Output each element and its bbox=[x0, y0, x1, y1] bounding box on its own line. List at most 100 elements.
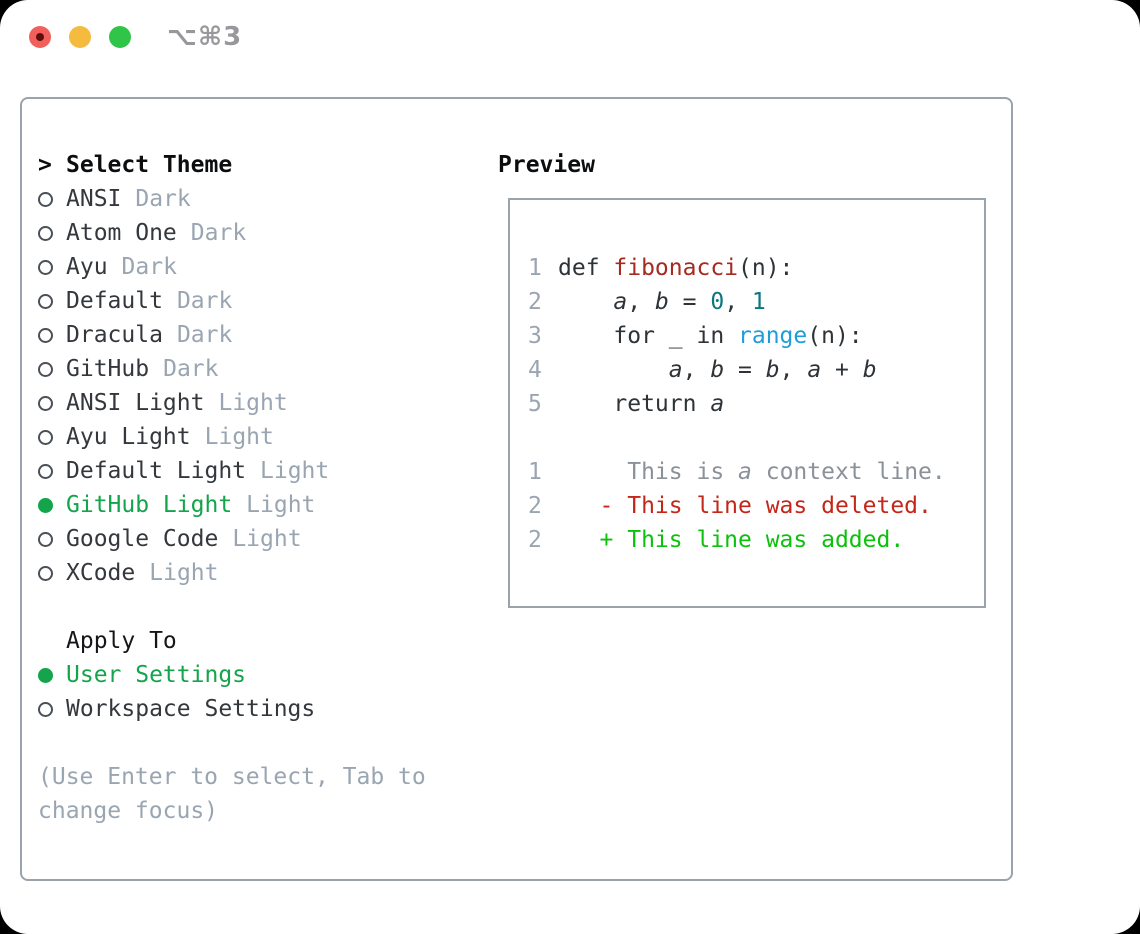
theme-variant-label: Dark bbox=[163, 356, 219, 382]
theme-option-ayu-light[interactable]: Ayu Light Light bbox=[38, 420, 426, 454]
radio-icon bbox=[38, 565, 53, 581]
code-text: + This line was added. bbox=[558, 527, 905, 553]
code-line: 3 for _ in range(n): bbox=[528, 319, 984, 353]
radio-icon bbox=[38, 293, 53, 309]
theme-option-label: Dracula bbox=[66, 322, 163, 348]
theme-option-label: Default bbox=[66, 288, 163, 314]
theme-option-default[interactable]: Default Dark bbox=[38, 284, 426, 318]
line-number: 4 bbox=[528, 357, 542, 383]
radio-selected-icon bbox=[38, 497, 53, 513]
theme-option-label: Google Code bbox=[66, 526, 219, 552]
code-line: 5 return a bbox=[528, 387, 984, 421]
theme-option-label: Ayu Light bbox=[66, 424, 191, 450]
hint-line-1: (Use Enter to select, Tab to bbox=[38, 764, 426, 790]
radio-icon bbox=[38, 259, 53, 275]
select-theme-header-label: Select Theme bbox=[66, 152, 233, 178]
theme-variant-label: Dark bbox=[135, 186, 191, 212]
theme-option-label: Ayu bbox=[66, 254, 108, 280]
line-number: 3 bbox=[528, 323, 542, 349]
code-text: def fibonacci(n): bbox=[558, 255, 794, 281]
line-number: 2 bbox=[528, 289, 542, 315]
radio-icon bbox=[38, 361, 53, 377]
code-text: a, b = b, a + b bbox=[668, 357, 877, 383]
apply-option-workspace-settings[interactable]: Workspace Settings bbox=[38, 692, 426, 726]
code-line: 1 This is a context line. bbox=[528, 455, 984, 489]
hint-line-2: change focus) bbox=[38, 798, 219, 824]
theme-variant-label: Dark bbox=[176, 322, 233, 348]
code-line: 2 a, b = 0, 1 bbox=[528, 285, 984, 319]
apply-to-header-label: Apply To bbox=[66, 628, 177, 654]
theme-option-xcode[interactable]: XCode Light bbox=[38, 556, 426, 590]
theme-option-label: ANSI Light bbox=[66, 390, 205, 416]
radio-selected-icon bbox=[38, 667, 53, 683]
radio-icon bbox=[38, 225, 53, 241]
theme-variant-label: Light bbox=[246, 492, 316, 518]
theme-variant-label: Light bbox=[260, 458, 330, 484]
theme-option-ansi[interactable]: ANSI Dark bbox=[38, 182, 426, 216]
zoom-button-icon[interactable] bbox=[109, 26, 131, 48]
theme-variant-label: Light bbox=[232, 526, 302, 552]
code-line: 2 - This line was deleted. bbox=[528, 489, 984, 523]
code-text: return a bbox=[558, 391, 725, 417]
code-line: 2 + This line was added. bbox=[528, 523, 984, 557]
radio-icon bbox=[38, 701, 53, 717]
theme-variant-label: Dark bbox=[121, 254, 177, 280]
theme-variant-label: Dark bbox=[176, 288, 233, 314]
line-number: 2 bbox=[528, 527, 542, 553]
apply-option-label: User Settings bbox=[66, 662, 247, 688]
line-number: 1 bbox=[528, 459, 542, 485]
theme-variant-label: Light bbox=[149, 560, 219, 586]
line-number: 2 bbox=[528, 493, 542, 519]
theme-option-label: ANSI bbox=[66, 186, 122, 212]
radio-icon bbox=[38, 531, 53, 547]
theme-option-label: Atom One bbox=[66, 220, 177, 246]
titlebar: ⌥⌘3 bbox=[0, 0, 1140, 74]
theme-variant-label: Light bbox=[204, 424, 274, 450]
radio-icon bbox=[38, 327, 53, 343]
focus-caret-icon: > bbox=[38, 152, 52, 178]
theme-option-label: XCode bbox=[66, 560, 136, 586]
apply-to-header: Apply To bbox=[38, 624, 426, 658]
theme-option-default-light[interactable]: Default Light Light bbox=[38, 454, 426, 488]
theme-variant-label: Dark bbox=[190, 220, 247, 246]
theme-option-google-code[interactable]: Google Code Light bbox=[38, 522, 426, 556]
select-theme-header: > Select Theme bbox=[38, 148, 426, 182]
theme-option-ansi-light[interactable]: ANSI Light Light bbox=[38, 386, 426, 420]
preview-header: Preview bbox=[498, 152, 595, 178]
theme-option-label: Default Light bbox=[66, 458, 247, 484]
code-line: 1 def fibonacci(n): bbox=[528, 251, 984, 285]
apply-option-user-settings[interactable]: User Settings bbox=[38, 658, 426, 692]
window-title: ⌥⌘3 bbox=[167, 22, 243, 52]
code-line bbox=[528, 421, 984, 455]
theme-option-label: GitHub bbox=[66, 356, 150, 382]
theme-option-ayu[interactable]: Ayu Dark bbox=[38, 250, 426, 284]
theme-variant-label: Light bbox=[218, 390, 288, 416]
theme-option-label: GitHub Light bbox=[66, 492, 233, 518]
code-line: 4 a, b = b, a + b bbox=[528, 353, 984, 387]
code-text: for _ in range(n): bbox=[558, 323, 863, 349]
code-text: - This line was deleted. bbox=[558, 493, 932, 519]
minimize-button-icon[interactable] bbox=[69, 26, 91, 48]
spacer bbox=[38, 726, 426, 760]
radio-icon bbox=[38, 395, 53, 411]
line-number: 5 bbox=[528, 391, 542, 417]
theme-option-atom-one[interactable]: Atom One Dark bbox=[38, 216, 426, 250]
apply-option-label: Workspace Settings bbox=[66, 696, 316, 722]
theme-option-github[interactable]: GitHub Dark bbox=[38, 352, 426, 386]
spacer bbox=[38, 590, 426, 624]
radio-icon bbox=[38, 191, 53, 207]
radio-icon bbox=[38, 463, 53, 479]
radio-icon bbox=[38, 429, 53, 445]
close-button-icon[interactable] bbox=[29, 26, 51, 48]
theme-option-dracula[interactable]: Dracula Dark bbox=[38, 318, 426, 352]
line-number: 1 bbox=[528, 255, 542, 281]
theme-option-github-light[interactable]: GitHub Light Light bbox=[38, 488, 426, 522]
code-text: This is a context line. bbox=[558, 459, 946, 485]
